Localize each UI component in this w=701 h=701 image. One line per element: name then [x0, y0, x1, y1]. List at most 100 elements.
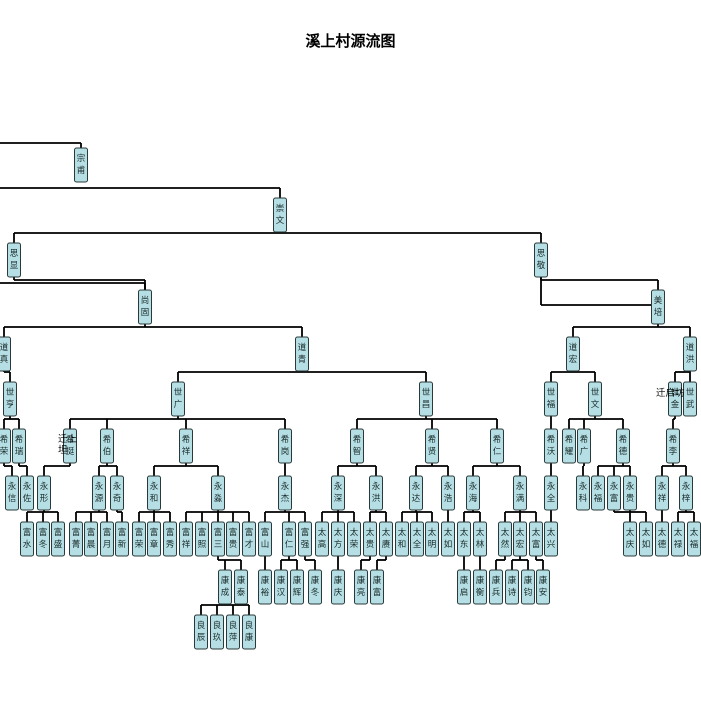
- tree-node-n_i9[interactable]: 富秀: [163, 521, 177, 557]
- tree-node-n_d2[interactable]: 美培: [651, 289, 665, 325]
- tree-node-n_i27[interactable]: 太东: [457, 521, 471, 557]
- tree-node-n_i19[interactable]: 太方: [331, 521, 345, 557]
- tree-node-n_j6[interactable]: 康庆: [331, 569, 345, 605]
- tree-node-n_h17[interactable]: 永富: [607, 475, 621, 511]
- tree-node-n_i15[interactable]: 富山: [258, 521, 272, 557]
- tree-node-n_i23[interactable]: 太和: [395, 521, 409, 557]
- tree-node-n_i14[interactable]: 富才: [242, 521, 256, 557]
- tree-node-n_k3[interactable]: 良康: [242, 614, 256, 650]
- tree-node-n_e4[interactable]: 道洪: [683, 336, 697, 372]
- tree-node-n_i34[interactable]: 太如: [639, 521, 653, 557]
- tree-node-n_i1[interactable]: 富冬: [36, 521, 50, 557]
- tree-node-n_h3[interactable]: 永源: [92, 475, 106, 511]
- tree-node-n_e1[interactable]: 道真: [0, 336, 11, 372]
- tree-node-n_i22[interactable]: 太赓: [379, 521, 393, 557]
- tree-node-n_g12[interactable]: 希德: [616, 428, 630, 464]
- tree-node-n_j13[interactable]: 康钧: [521, 569, 535, 605]
- tree-node-n_i30[interactable]: 太宏: [513, 521, 527, 557]
- tree-node-n_j2[interactable]: 康裕: [258, 569, 272, 605]
- tree-node-n_h1[interactable]: 永佐: [20, 475, 34, 511]
- tree-node-n_g7[interactable]: 希贤: [425, 428, 439, 464]
- tree-node-n_i8[interactable]: 富章: [147, 521, 161, 557]
- tree-node-n_j5[interactable]: 康冬: [308, 569, 322, 605]
- tree-node-n_i18[interactable]: 太高: [315, 521, 329, 557]
- tree-node-n_g8[interactable]: 希仁: [490, 428, 504, 464]
- tree-node-n_f1[interactable]: 世亨: [3, 381, 17, 417]
- tree-node-n_f7[interactable]: 世武: [683, 381, 697, 417]
- tree-node-n_g5[interactable]: 希岗: [278, 428, 292, 464]
- tree-node-n_g4[interactable]: 希祥: [179, 428, 193, 464]
- tree-node-n_h10[interactable]: 永达: [409, 475, 423, 511]
- tree-node-n_j7[interactable]: 康亮: [354, 569, 368, 605]
- tree-node-n_f4[interactable]: 世福: [544, 381, 558, 417]
- tree-node-n_f3[interactable]: 世昌: [419, 381, 433, 417]
- tree-node-n_i24[interactable]: 太全: [410, 521, 424, 557]
- tree-node-n_j14[interactable]: 康安: [536, 569, 550, 605]
- tree-node-n_i29[interactable]: 太然: [498, 521, 512, 557]
- tree-node-n_a1[interactable]: 宗甫: [74, 147, 88, 183]
- tree-node-n_f2[interactable]: 世广: [171, 381, 185, 417]
- tree-node-n_i0[interactable]: 富水: [20, 521, 34, 557]
- tree-node-n_i11[interactable]: 富照: [195, 521, 209, 557]
- tree-node-n_h5[interactable]: 永和: [147, 475, 161, 511]
- tree-node-n_h4[interactable]: 永奇: [110, 475, 124, 511]
- tree-node-n_i32[interactable]: 太兴: [544, 521, 558, 557]
- tree-node-n_h0[interactable]: 永信: [5, 475, 19, 511]
- tree-node-n_f5[interactable]: 世文: [588, 381, 602, 417]
- tree-node-n_g1[interactable]: 希瑞: [12, 428, 26, 464]
- tree-node-n_j10[interactable]: 康衡: [473, 569, 487, 605]
- tree-node-n_h14[interactable]: 永全: [544, 475, 558, 511]
- tree-node-n_h2[interactable]: 永形: [37, 475, 51, 511]
- tree-node-n_k1[interactable]: 良玖: [210, 614, 224, 650]
- tree-node-n_i2[interactable]: 富盛: [51, 521, 65, 557]
- tree-node-n_g11[interactable]: 希广: [577, 428, 591, 464]
- tree-node-n_g10[interactable]: 希耀: [562, 428, 576, 464]
- tree-node-n_i3[interactable]: 富菁: [69, 521, 83, 557]
- tree-node-n_f6[interactable]: 世金: [668, 381, 682, 417]
- tree-node-n_i35[interactable]: 太德: [655, 521, 669, 557]
- tree-node-n_j12[interactable]: 康诗: [505, 569, 519, 605]
- tree-node-n_j0[interactable]: 康成: [218, 569, 232, 605]
- tree-node-n_i7[interactable]: 富荣: [132, 521, 146, 557]
- tree-node-n_e2[interactable]: 道青: [295, 336, 309, 372]
- tree-node-n_g3[interactable]: 希伯: [100, 428, 114, 464]
- tree-node-n_h12[interactable]: 永海: [466, 475, 480, 511]
- tree-node-n_g0[interactable]: 希荣: [0, 428, 11, 464]
- tree-node-n_i37[interactable]: 太福: [687, 521, 701, 557]
- tree-node-n_g6[interactable]: 希智: [350, 428, 364, 464]
- tree-node-n_i26[interactable]: 太如: [441, 521, 455, 557]
- tree-node-n_k2[interactable]: 良萍: [226, 614, 240, 650]
- tree-node-n_h19[interactable]: 永祥: [655, 475, 669, 511]
- tree-node-n_i36[interactable]: 太禄: [671, 521, 685, 557]
- tree-node-n_g13[interactable]: 希李: [666, 428, 680, 464]
- tree-node-n_c1[interactable]: 思显: [7, 242, 21, 278]
- tree-node-n_h18[interactable]: 永贵: [623, 475, 637, 511]
- tree-node-n_h8[interactable]: 永深: [331, 475, 345, 511]
- tree-node-n_j9[interactable]: 康启: [457, 569, 471, 605]
- tree-node-n_j1[interactable]: 康泰: [234, 569, 248, 605]
- tree-node-n_h6[interactable]: 永淼: [211, 475, 225, 511]
- tree-node-n_h11[interactable]: 永浩: [441, 475, 455, 511]
- tree-node-n_i21[interactable]: 太贵: [363, 521, 377, 557]
- tree-node-n_i10[interactable]: 富祥: [179, 521, 193, 557]
- tree-node-n_d1[interactable]: 尚固: [138, 289, 152, 325]
- tree-node-n_b1[interactable]: 崇文: [273, 197, 287, 233]
- tree-node-n_i12[interactable]: 富三: [211, 521, 225, 557]
- tree-node-n_i6[interactable]: 富新: [115, 521, 129, 557]
- tree-node-n_h15[interactable]: 永科: [576, 475, 590, 511]
- tree-node-n_h9[interactable]: 永洪: [369, 475, 383, 511]
- tree-node-n_j3[interactable]: 康汉: [274, 569, 288, 605]
- tree-node-n_i17[interactable]: 富强: [298, 521, 312, 557]
- tree-node-n_i33[interactable]: 太庆: [623, 521, 637, 557]
- tree-node-n_j11[interactable]: 康兵: [489, 569, 503, 605]
- tree-node-n_g2[interactable]: 希挺: [63, 428, 77, 464]
- tree-node-n_i28[interactable]: 太林: [473, 521, 487, 557]
- tree-node-n_h20[interactable]: 永梓: [679, 475, 693, 511]
- tree-node-n_h7[interactable]: 永杰: [278, 475, 292, 511]
- tree-node-n_i31[interactable]: 太富: [529, 521, 543, 557]
- tree-node-n_k0[interactable]: 良辰: [194, 614, 208, 650]
- tree-node-n_i5[interactable]: 富月: [100, 521, 114, 557]
- tree-node-n_j8[interactable]: 康富: [370, 569, 384, 605]
- tree-node-n_g9[interactable]: 希沃: [544, 428, 558, 464]
- tree-node-n_i25[interactable]: 太明: [425, 521, 439, 557]
